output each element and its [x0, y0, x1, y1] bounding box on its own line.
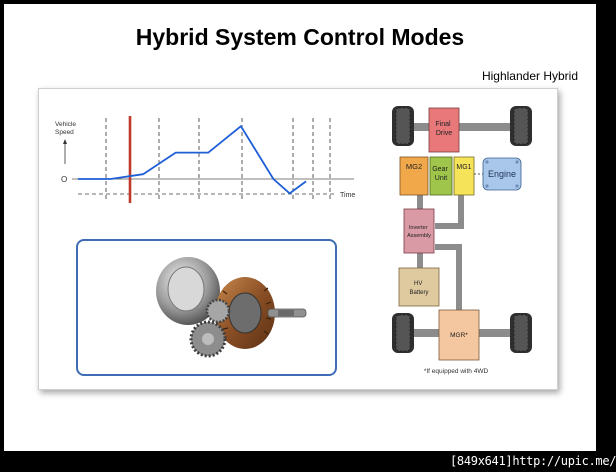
- inverter-label: Inverter Assembly: [407, 225, 431, 239]
- mgr-block: [438, 309, 480, 361]
- shaft-spline: [278, 310, 294, 316]
- mg1-label: MG1: [456, 164, 471, 171]
- stator-winding: [222, 327, 229, 330]
- hv-battery-label: HV Battery: [409, 281, 428, 296]
- mg1-inverter-link-v: [458, 195, 464, 229]
- graph-xlabel: Time: [340, 192, 355, 199]
- stator-winding: [263, 287, 269, 292]
- engine-cylinder-mark: [515, 184, 519, 188]
- footnote: *If equipped with 4WD: [424, 368, 489, 375]
- inverter-label-line: Assembly: [407, 233, 431, 239]
- stator-winding: [265, 301, 272, 305]
- inverter-mgr-link-h: [435, 244, 462, 250]
- powertrain-diagram: Final Drive MG2 Gear Unit MG1 Engine Inv…: [392, 106, 532, 375]
- mg2-block: [399, 156, 429, 196]
- stator-winding: [222, 290, 228, 295]
- rear-left-wheel: [392, 313, 414, 353]
- hv-battery-block: [398, 267, 440, 307]
- wheel-tread: [513, 107, 529, 145]
- motor-stator-core: [228, 292, 262, 334]
- inverter-battery-link: [417, 244, 423, 268]
- slide-title: Hybrid System Control Modes: [135, 24, 465, 50]
- final-drive-label-line: Drive: [436, 130, 452, 137]
- graph-speed-line: [78, 125, 307, 195]
- mgr-label: MGR*: [450, 332, 468, 339]
- gear-unit-label-line: Unit: [435, 175, 448, 182]
- mg1-inverter-link-h: [435, 223, 464, 229]
- graph-ylabel-line1: Vehicle: [55, 121, 76, 128]
- engine-label: Engine: [488, 169, 516, 179]
- engine-block: [482, 157, 522, 191]
- planetary-gear: [205, 298, 231, 324]
- engine-cylinder-marks: [485, 160, 519, 188]
- final-drive-label: Final Drive: [435, 121, 452, 137]
- front-axle: [402, 123, 524, 131]
- engine-cylinder-mark: [485, 184, 489, 188]
- gear-unit-label-line: Gear: [432, 166, 448, 173]
- final-drive-label-line: Final: [435, 121, 451, 128]
- hv-battery-label-line: Battery: [409, 290, 428, 296]
- slide-subtitle: Highlander Hybrid: [481, 69, 578, 83]
- engine-cylinder-mark: [485, 160, 489, 164]
- graph-zero-label: O: [61, 175, 67, 184]
- inverter-block: [403, 208, 435, 254]
- front-right-wheel: [510, 106, 532, 146]
- stator-winding: [265, 317, 272, 320]
- wheel-tread: [513, 314, 529, 352]
- hv-battery-label-line: HV: [414, 281, 422, 287]
- rear-right-wheel: [510, 313, 532, 353]
- transaxle-housing-face: [167, 266, 205, 312]
- final-drive-block: [428, 107, 460, 153]
- mg2-inverter-link: [417, 195, 423, 209]
- graph-dashed-dividers: [105, 118, 331, 202]
- graph-ylabel-line2: Speed: [55, 129, 74, 136]
- inverter-label-line: Inverter: [409, 225, 428, 231]
- transaxle-image: [156, 257, 307, 358]
- mg2-label: MG2: [406, 162, 422, 171]
- engine-cylinder-mark: [515, 160, 519, 164]
- wheel-tread: [395, 107, 411, 145]
- inverter-mgr-link-v: [456, 244, 462, 310]
- gear-hub: [202, 333, 214, 345]
- mg1-block: [453, 156, 475, 196]
- graph-y-axis-arrowhead: [63, 139, 67, 144]
- gear-unit-block: [429, 156, 453, 196]
- gear-unit-label: Gear Unit: [432, 166, 450, 182]
- transaxle-photo-frame: [76, 239, 337, 376]
- wheel-tread: [395, 314, 411, 352]
- speed-graph: Vehicle Speed O Time: [55, 116, 355, 203]
- watermark: [849x641]http://upic.me/: [450, 454, 616, 468]
- stator-winding: [263, 330, 269, 335]
- front-left-wheel: [392, 106, 414, 146]
